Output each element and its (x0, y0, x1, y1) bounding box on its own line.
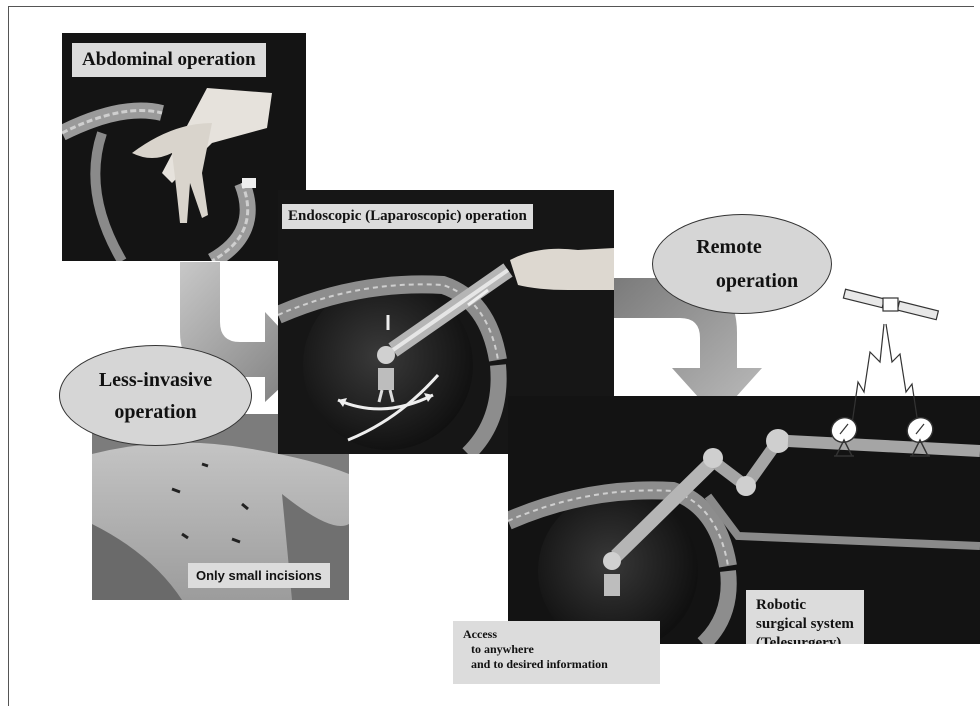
robotic-line-1: Robotic (756, 596, 854, 615)
access-label: Access to anywhere and to desired inform… (453, 621, 660, 684)
abdominal-operation-label: Abdominal operation (72, 43, 266, 77)
signal-zigzag (850, 322, 920, 427)
endoscopic-operation-label: Endoscopic (Laparoscopic) operation (282, 204, 533, 229)
remote-line-2: operation (716, 264, 798, 298)
robotic-system-label: Robotic surgical system (Telesurgery) (746, 590, 864, 644)
satellite-dish-icon-2 (902, 414, 938, 458)
small-incisions-label: Only small incisions (188, 563, 330, 588)
satellite-dish-icon (826, 414, 862, 458)
less-invasive-line-2: operation (99, 396, 212, 428)
robotic-line-3: (Telesurgery) (756, 634, 854, 644)
remote-line-1: Remote (660, 230, 798, 264)
less-invasive-line-1: Less-invasive (99, 364, 212, 396)
less-invasive-ellipse: Less-invasive operation (59, 345, 252, 446)
access-line-2: to anywhere (463, 642, 650, 657)
abdominal-operation-photo: Abdominal operation (62, 33, 306, 261)
robotic-line-2: surgical system (756, 615, 854, 634)
access-line-3: and to desired information (463, 657, 650, 672)
remote-operation-ellipse: Remote operation (652, 214, 832, 314)
access-line-1: Access (463, 627, 650, 642)
